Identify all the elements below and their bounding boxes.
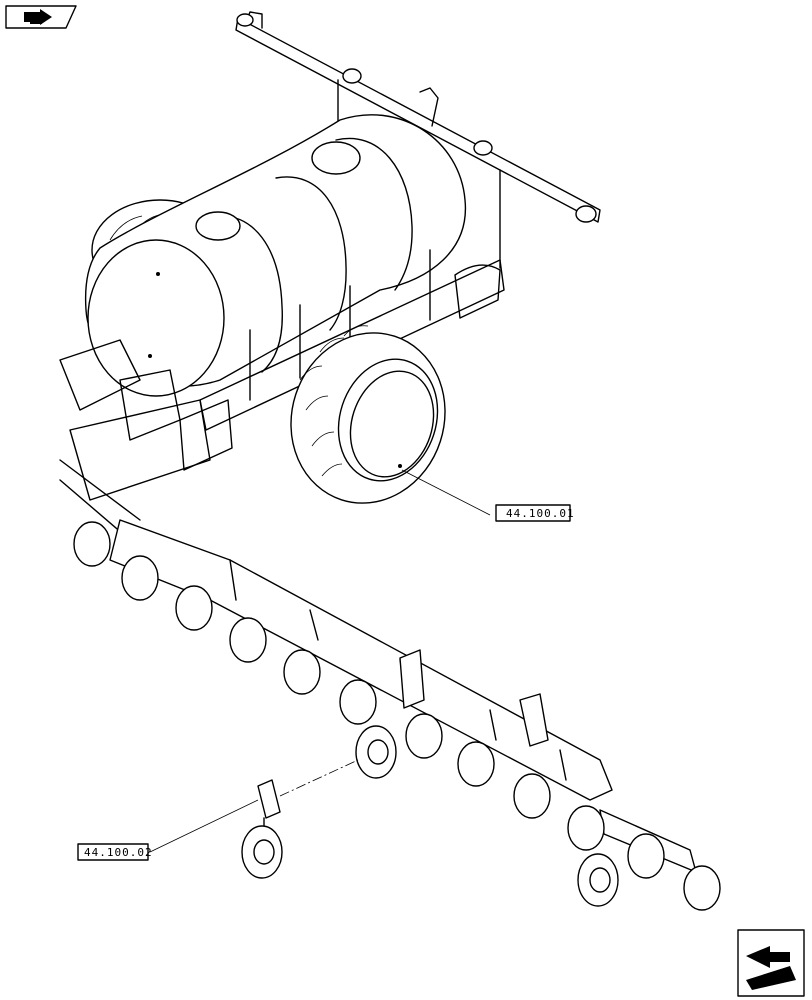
assembly-line [279, 759, 359, 797]
gauge-wheel-reference-callout[interactable]: 44.100.02 [77, 799, 259, 861]
next-page-arrow-icon[interactable] [737, 929, 805, 997]
gauge-wheels [355, 725, 619, 907]
rear-toolbar [235, 11, 601, 269]
liquid-tank [84, 114, 467, 397]
wheel-reference-callout[interactable]: 44.100.01 [401, 469, 575, 522]
main-tire [290, 325, 446, 504]
wheel-reference-label: 44.100.01 [506, 507, 575, 520]
toolbar-beam [109, 519, 697, 873]
section-arrow-icon[interactable] [5, 5, 77, 29]
gauge-wheel-reference-label: 44.100.02 [84, 846, 153, 859]
row-units [73, 521, 721, 911]
exploded-gauge-wheel [241, 779, 283, 879]
